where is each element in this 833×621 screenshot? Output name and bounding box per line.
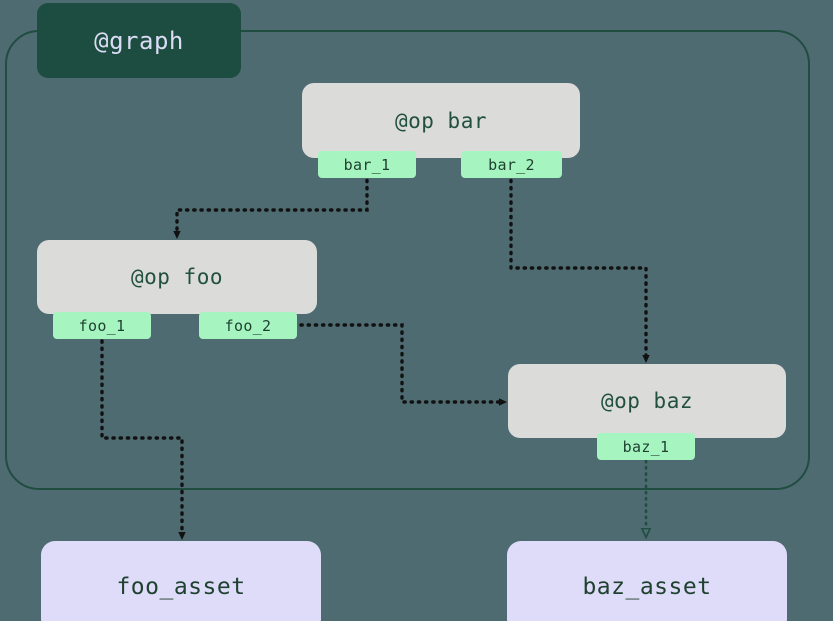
asset-node-baz_asset[interactable]: baz_asset bbox=[507, 541, 787, 621]
op-node-baz[interactable]: @op baz bbox=[508, 364, 786, 438]
op-title-bar: @op bar bbox=[394, 108, 487, 133]
port-bar_1[interactable]: bar_1 bbox=[318, 151, 416, 178]
op-title-foo: @op foo bbox=[130, 265, 223, 289]
op-node-bar[interactable]: @op bar bbox=[302, 83, 580, 158]
port-foo_2[interactable]: foo_2 bbox=[199, 312, 297, 339]
port-baz_1[interactable]: baz_1 bbox=[597, 433, 695, 460]
op-title-baz: @op baz bbox=[600, 389, 693, 413]
graph-label[interactable]: @graph bbox=[37, 3, 241, 78]
op-node-foo[interactable]: @op foo bbox=[37, 240, 317, 314]
port-foo_1[interactable]: foo_1 bbox=[53, 312, 151, 339]
graph-container bbox=[5, 30, 810, 490]
asset-node-foo_asset[interactable]: foo_asset bbox=[41, 541, 321, 621]
port-bar_2[interactable]: bar_2 bbox=[461, 151, 562, 178]
